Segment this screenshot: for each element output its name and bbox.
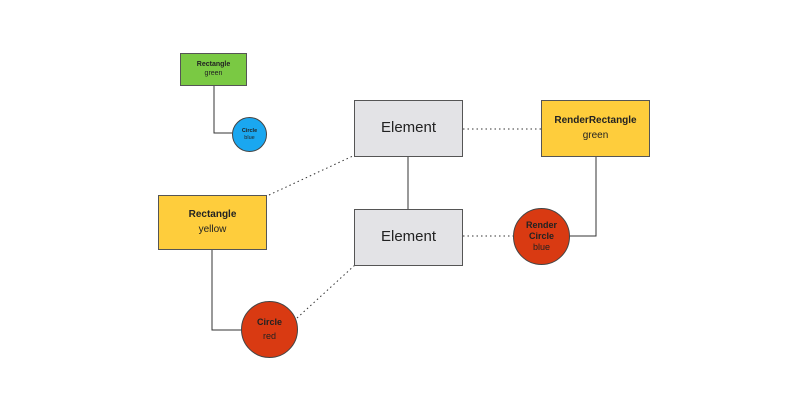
render-rectangle-subtitle: green — [582, 130, 609, 141]
widget-circle-blue-subtitle: blue — [244, 134, 255, 141]
widget-circle-blue-node: Circle blue — [232, 117, 267, 152]
dotted-circle-to-element — [296, 264, 356, 319]
render-circle-node: Render Circle blue — [513, 208, 570, 265]
widget-rectangle-green-subtitle: green — [204, 69, 223, 77]
widget-rectangle-yellow-title: Rectangle — [188, 208, 237, 220]
widget-circle-red-node: Circle red — [241, 301, 298, 358]
render-circle-subtitle: blue — [532, 242, 550, 253]
connector-rect-to-circle — [211, 250, 241, 331]
widget-rectangle-yellow-node: Rectangle yellow — [158, 195, 267, 250]
connector-render-rect-to-render-circle — [569, 157, 597, 237]
element-top-title: Element — [380, 119, 437, 137]
widget-rectangle-green-node: Rectangle green — [180, 53, 247, 86]
render-circle-title-line2: Circle — [528, 230, 554, 241]
render-rectangle-title: RenderRectangle — [554, 114, 637, 126]
widget-circle-red-title: Circle — [256, 317, 282, 328]
dotted-rect-to-element — [268, 154, 356, 196]
widget-circle-blue-title: Circle — [241, 127, 258, 134]
render-rectangle-node: RenderRectangle green — [541, 100, 650, 157]
widget-rectangle-green-title: Rectangle — [196, 60, 231, 68]
widget-rectangle-yellow-subtitle: yellow — [198, 224, 227, 235]
render-circle-title-line1: Render — [525, 219, 557, 230]
widget-circle-red-subtitle: red — [262, 330, 276, 341]
element-top-node: Element — [354, 100, 463, 157]
element-bottom-title: Element — [380, 228, 437, 246]
connector-small-rect-to-circle — [213, 86, 232, 134]
element-bottom-node: Element — [354, 209, 463, 266]
